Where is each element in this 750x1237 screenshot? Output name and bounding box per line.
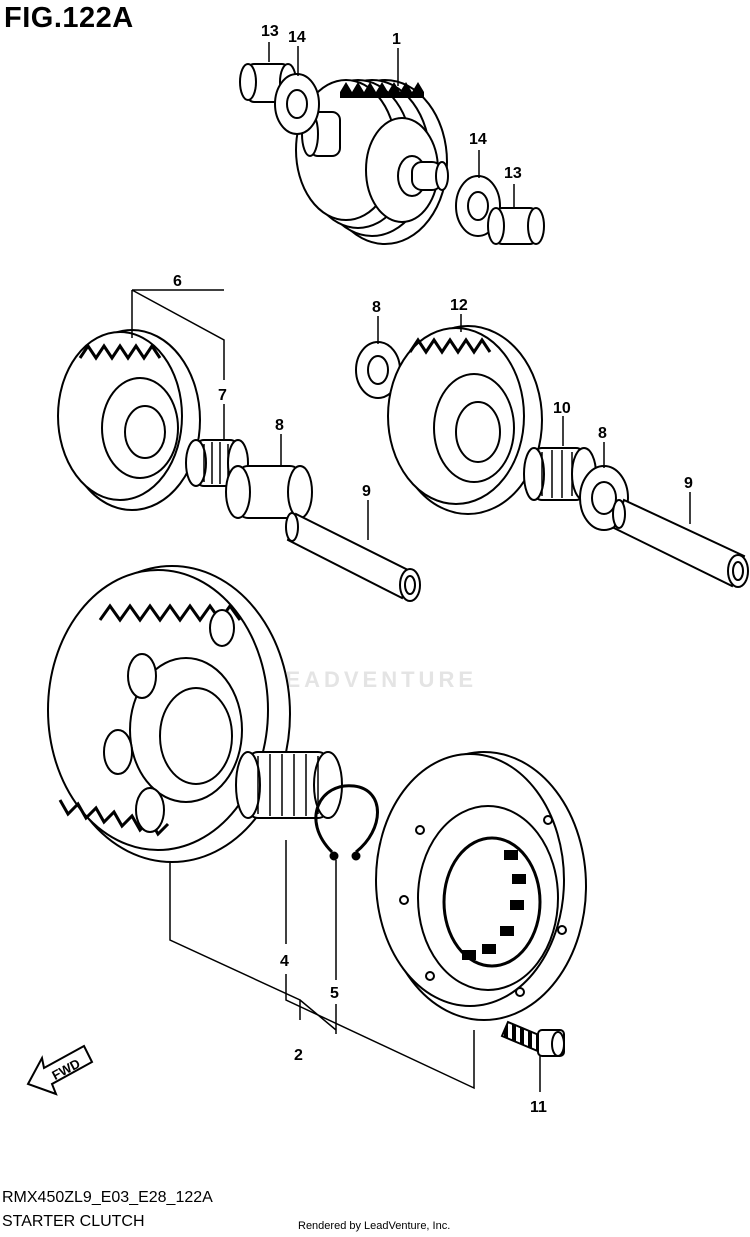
fwd-label: FWD	[49, 1056, 82, 1083]
figure-code: RMX450ZL9_E03_E28_122A	[2, 1189, 213, 1206]
starter-driven-gear	[47, 565, 291, 863]
fwd-arrow-icon: FWD	[26, 1044, 94, 1096]
callout-5: 6	[173, 273, 182, 290]
figure-title: FIG.122A	[4, 2, 134, 34]
callout-9-right: 9	[684, 475, 693, 492]
part-3-needle-bearing	[235, 751, 343, 819]
part-8-washer-upper	[355, 341, 401, 399]
callout-6: 7	[218, 387, 227, 404]
part-7-spacer	[225, 465, 313, 519]
part-11-bolt	[500, 1020, 565, 1057]
part-12-gear	[387, 325, 543, 515]
part-9-shaft-left	[285, 512, 421, 602]
callout-11: 11	[530, 1099, 547, 1116]
callout-3: 4	[280, 953, 289, 970]
callout-13-top: 13	[261, 23, 279, 40]
leader-lines	[131, 42, 691, 1092]
callout-10: 10	[553, 400, 571, 417]
callout-13-right: 13	[504, 165, 522, 182]
callout-12: 12	[450, 297, 468, 314]
part-9-shaft-right	[612, 498, 749, 588]
part-14-washer-left	[274, 73, 320, 135]
callout-14-top: 14	[288, 29, 306, 46]
callout-4: 5	[330, 985, 339, 1002]
callout-14-right: 14	[469, 131, 487, 148]
callout-8-upper: 8	[372, 299, 381, 316]
part-4-circlip	[314, 784, 379, 861]
render-credit: Rendered by LeadVenture, Inc.	[298, 1220, 451, 1232]
callout-labels: 13 14 1 14 13 6 7 8 8 12 9 10 8 9 4 5 2 …	[173, 23, 693, 1116]
callout-1: 1	[392, 31, 401, 48]
part-5-gear	[57, 329, 201, 511]
callout-8-lower: 8	[598, 425, 607, 442]
part-1-idle-gear-assembly	[295, 79, 449, 245]
callout-7: 8	[275, 417, 284, 434]
one-way-clutch-housing	[375, 751, 587, 1021]
callout-2: 2	[294, 1047, 303, 1064]
part-13-bushing-right	[487, 207, 545, 245]
callout-9-left: 9	[362, 483, 371, 500]
figure-caption: STARTER CLUTCH	[2, 1213, 145, 1230]
watermark: LEADVENTURE	[268, 667, 478, 692]
